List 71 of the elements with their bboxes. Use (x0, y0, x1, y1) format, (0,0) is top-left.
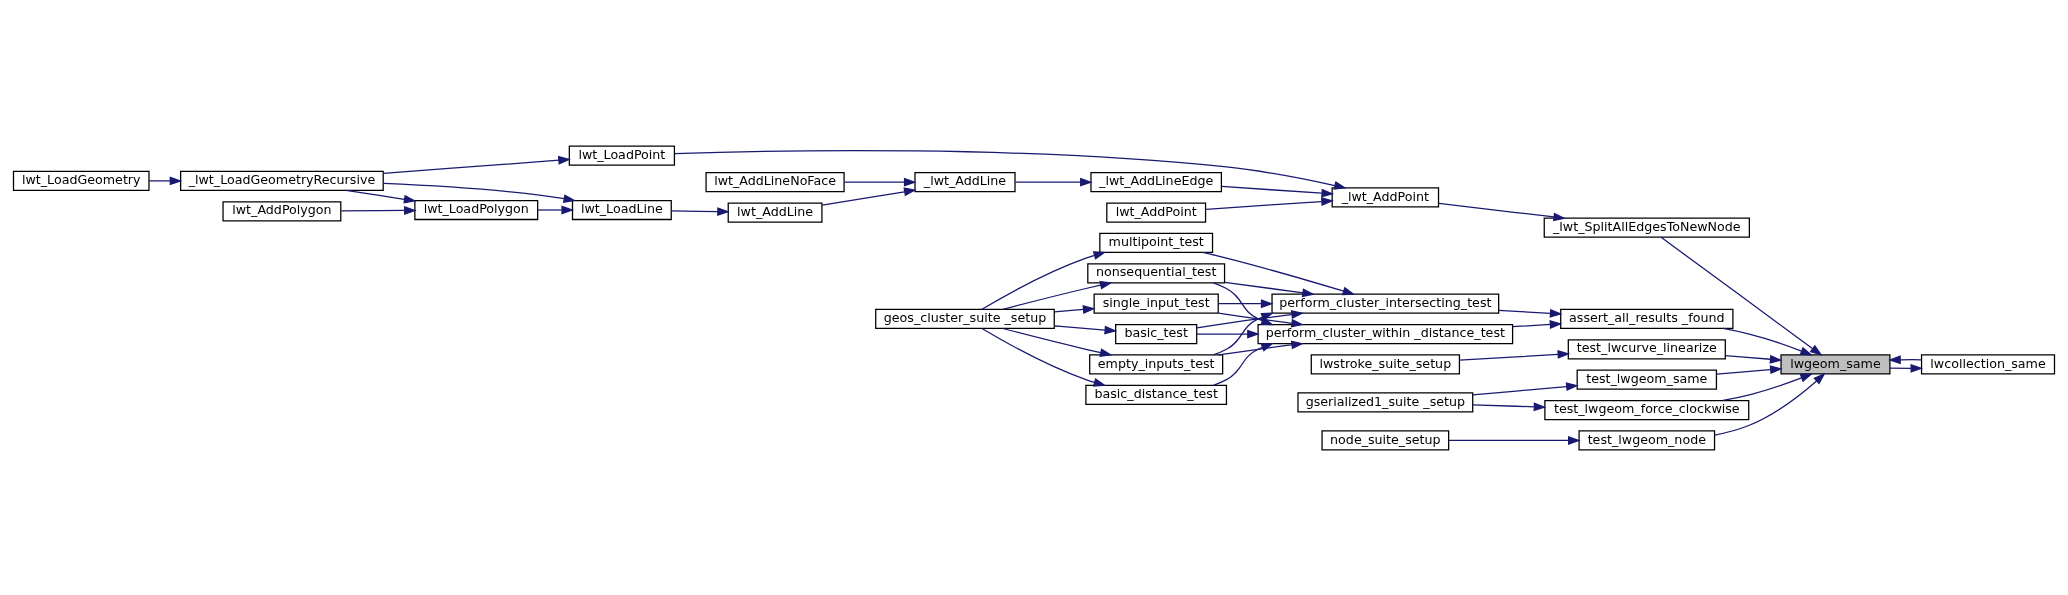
node-box: _lwt_AddPoint (1331, 186, 1440, 207)
node-box: node_suite_setup (1321, 429, 1450, 451)
arrow (1660, 236, 1823, 356)
arrow (382, 155, 571, 174)
arrow (1889, 363, 1924, 373)
arrow (1002, 327, 1113, 357)
node-box: test_lwgeom_node (1578, 429, 1716, 451)
node-box: lwgeom_same (1780, 353, 1891, 375)
arrow (1217, 340, 1304, 356)
node-box: lwt_LoadGeometry (12, 170, 150, 191)
node-box: nonsequential_test (1087, 262, 1226, 283)
arrow (1205, 196, 1334, 210)
node-box: assert_all_results _found (1560, 308, 1734, 329)
arrow (1472, 381, 1579, 395)
arrow (1202, 251, 1356, 295)
node-box: test_lwcurve_linearize (1567, 338, 1726, 359)
arrow (1888, 354, 1922, 364)
node-box: lwt_AddPoint (1106, 201, 1207, 223)
arrow (1221, 185, 1335, 198)
node-box: lwcollection_same (1920, 353, 2056, 375)
node-box: lwt_LoadPoint (568, 144, 676, 166)
node-box: basic_distance_test (1085, 384, 1228, 405)
node-box: _lwt_AddLine (914, 171, 1016, 192)
arrow (1472, 401, 1547, 411)
arrow (1224, 281, 1315, 297)
arrow (1716, 364, 1783, 375)
node-box: lwt_AddLineNoFace (705, 171, 845, 192)
arrow (1438, 202, 1567, 221)
arrow (1196, 329, 1260, 339)
node-box: gserialized1_suite _setup (1297, 391, 1474, 413)
node-box: basic_test (1115, 323, 1198, 344)
node-box: _lwt_SplitAllEdgesToNewNode (1543, 217, 1750, 238)
arrow (1448, 435, 1581, 445)
arrow (1458, 349, 1571, 361)
arrow (843, 177, 917, 187)
arrow (981, 327, 1107, 387)
arrow (1722, 372, 1813, 401)
node-box: lwt_AddLine (727, 201, 823, 223)
node-box: perform_cluster_intersecting_test (1271, 293, 1500, 314)
arrow (1714, 372, 1826, 436)
node-box: lwt_LoadPolygon (414, 199, 539, 220)
arrow (148, 175, 183, 185)
node-box: _lwt_AddLineEdge (1090, 171, 1223, 192)
node-box: geos_cluster_suite _setup (875, 308, 1055, 329)
arrow (1724, 354, 1783, 364)
node-box: single_input_test (1093, 293, 1219, 314)
arrow (1722, 327, 1813, 356)
node-box: perform_cluster_within _distance_test (1257, 323, 1514, 344)
arrow (1053, 304, 1096, 314)
arrow (1002, 280, 1113, 310)
arrow (821, 186, 917, 206)
arrow (1212, 342, 1274, 386)
arrow (345, 189, 417, 204)
node-box: lwstroke_suite_setup (1310, 353, 1461, 375)
arrow (1053, 324, 1118, 334)
node-box: lwt_AddPolygon (222, 200, 342, 221)
arrow (1218, 298, 1274, 308)
arrow (537, 205, 575, 214)
arrow (383, 182, 577, 203)
arrow (340, 205, 417, 215)
arrow (1498, 308, 1563, 318)
node-box: empty_inputs_test (1089, 353, 1224, 375)
arrow (671, 206, 730, 216)
node-box: multipoint_test (1099, 232, 1214, 253)
node-box: lwt_LoadLine (571, 199, 672, 220)
arrow (981, 250, 1107, 310)
arrow (1014, 177, 1093, 187)
node-box: test_lwgeom_force_clockwise (1544, 399, 1750, 420)
node-box: test_lwgeom_same (1576, 369, 1718, 390)
node-box: _lwt_LoadGeometryRecursive (180, 170, 384, 191)
arrow (1512, 319, 1563, 329)
